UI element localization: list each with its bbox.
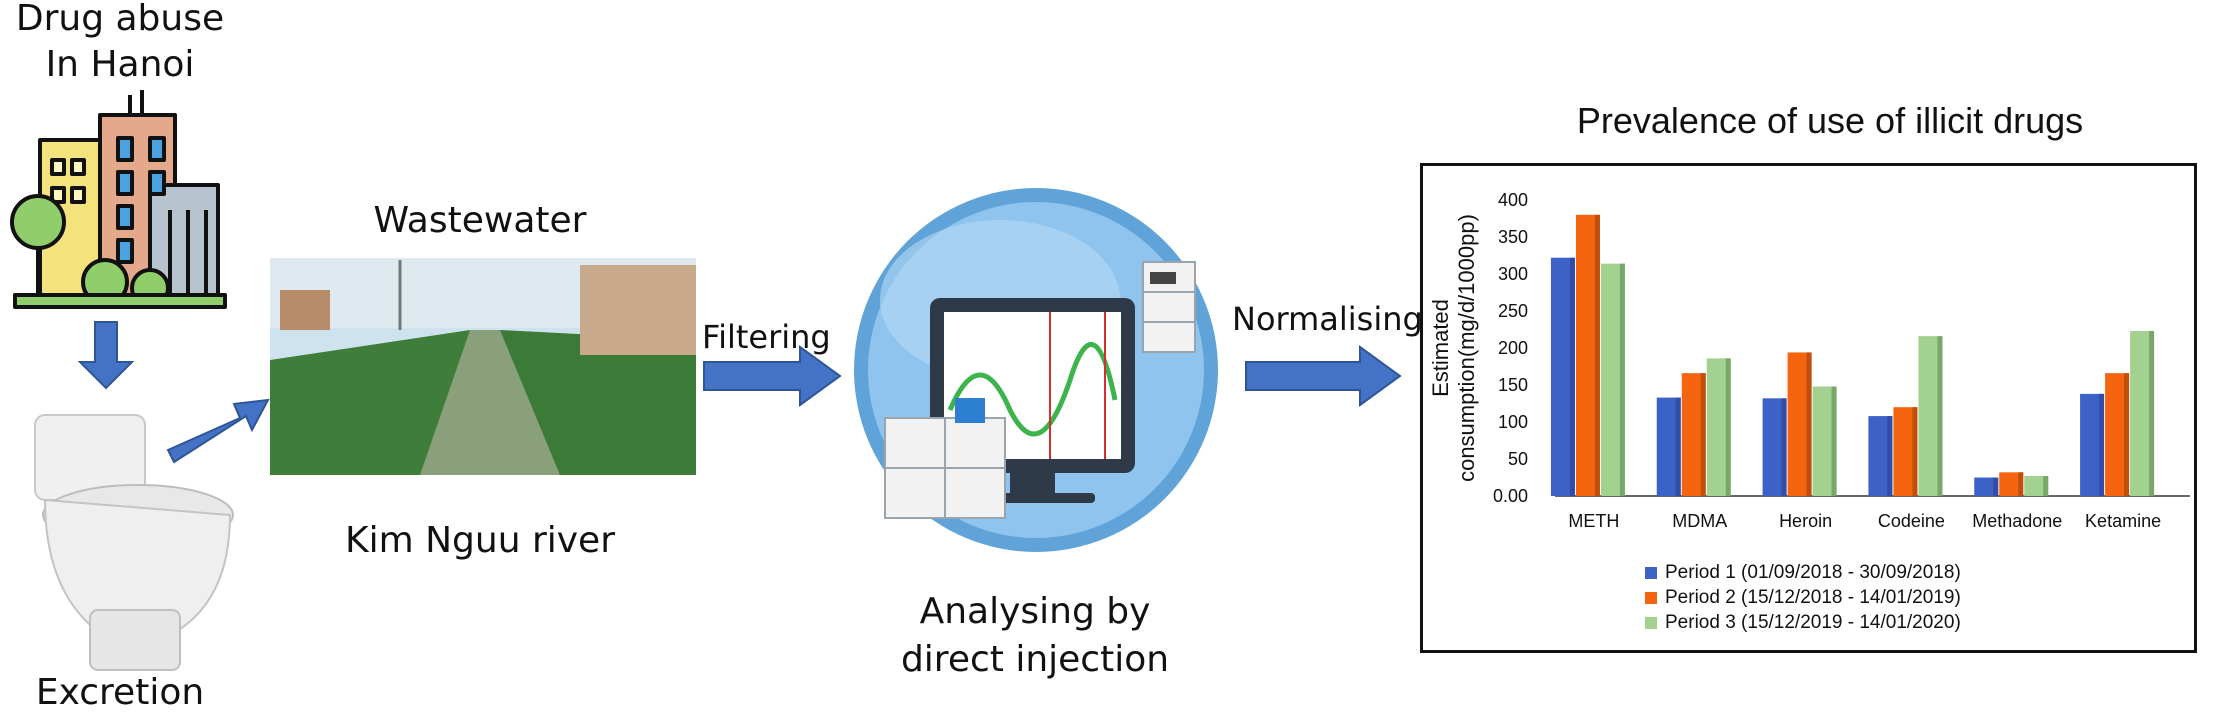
x-tick-label: Heroin [1779,511,1832,531]
arrow-filtering [703,345,842,407]
y-tick-label: 200 [1498,338,1528,358]
bar-shade-heroin-period-2 [1806,352,1812,496]
bar-shade-ketamine-period-1 [2099,393,2105,496]
y-axis-title: consumption(mg/d/1000pp) [1454,214,1479,482]
bar-shade-codeine-period-1 [1887,416,1893,496]
bar-methadone-period-2 [1999,472,2024,496]
y-tick-label: 100 [1498,412,1528,432]
bar-shade-codeine-period-3 [1937,336,1943,496]
bar-methadone-period-3 [2024,476,2049,496]
y-tick-label: 150 [1498,375,1528,395]
wastewater-label: Wastewater [373,200,587,241]
legend-label-period-1: Period 1 (01/09/2018 - 30/09/2018) [1665,561,1961,583]
bar-shade-codeine-period-2 [1912,407,1918,496]
bar-shade-mdma-period-2 [1700,373,1706,496]
x-tick-label: Ketamine [2085,511,2161,531]
bar-shade-methadone-period-3 [2043,476,2049,496]
bar-shade-methadone-period-1 [1993,477,1999,496]
y-tick-label: 250 [1498,301,1528,321]
legend-swatch-period-1 [1645,566,1657,579]
analysing-label: Analysing by direct injection [900,591,1170,680]
arrow-down [77,321,135,390]
bar-shade-ketamine-period-2 [2124,373,2130,496]
y-tick-label: 50 [1508,449,1528,469]
bar-shade-heroin-period-1 [1781,398,1787,496]
chart-legend: Period 1 (01/09/2018 - 30/09/2018) Perio… [1645,560,1961,635]
analysis-globe-icon [854,188,1218,552]
bar-shade-heroin-period-3 [1831,386,1837,496]
filtering-label: Filtering [702,318,831,356]
excretion-label: Excretion [35,672,205,713]
x-tick-label: Codeine [1878,511,1945,531]
y-tick-label: 400 [1498,190,1528,210]
legend-swatch-period-3 [1645,616,1657,629]
x-tick-label: METH [1568,511,1619,531]
y-tick-label: 300 [1498,264,1528,284]
river-label: Kim Nguu river [344,520,616,561]
y-axis-title: Estimated [1428,299,1453,397]
river-photo [270,258,696,475]
chart-title: Prevalence of use of illicit drugs [1576,100,2084,141]
toilet-icon [34,414,234,671]
bar-shade-methadone-period-2 [2018,472,2024,496]
bar-shade-meth-period-3 [1619,263,1625,496]
drug-abuse-label: Drug abuse In Hanoi [15,0,225,85]
flow-arrows [77,321,1402,464]
normalising-label: Normalising [1232,300,1423,338]
x-tick-label: MDMA [1672,511,1727,531]
city-buildings-icon [10,90,227,309]
y-tick-label: 0.00 [1493,486,1528,506]
bar-shade-ketamine-period-3 [2149,330,2155,496]
legend-swatch-period-2 [1645,591,1657,604]
bar-methadone-period-1 [1974,477,1999,496]
legend-item-period-1: Period 1 (01/09/2018 - 30/09/2018) [1645,560,1961,585]
legend-label-period-3: Period 3 (15/12/2019 - 14/01/2020) [1665,611,1961,633]
x-tick-label: Methadone [1972,511,2062,531]
chart-frame [1420,163,2197,653]
y-tick-label: 350 [1498,227,1528,247]
arrow-diagonal [166,398,270,464]
legend-item-period-2: Period 2 (15/12/2018 - 14/01/2019) [1645,585,1961,610]
legend-label-period-2: Period 2 (15/12/2018 - 14/01/2019) [1665,586,1961,608]
bar-shade-mdma-period-1 [1675,397,1681,496]
arrow-normalising [1245,345,1402,407]
bar-shade-meth-period-1 [1569,257,1575,496]
bar-shade-meth-period-2 [1594,214,1600,497]
legend-item-period-3: Period 3 (15/12/2019 - 14/01/2020) [1645,610,1961,635]
bar-shade-mdma-period-3 [1725,358,1731,496]
